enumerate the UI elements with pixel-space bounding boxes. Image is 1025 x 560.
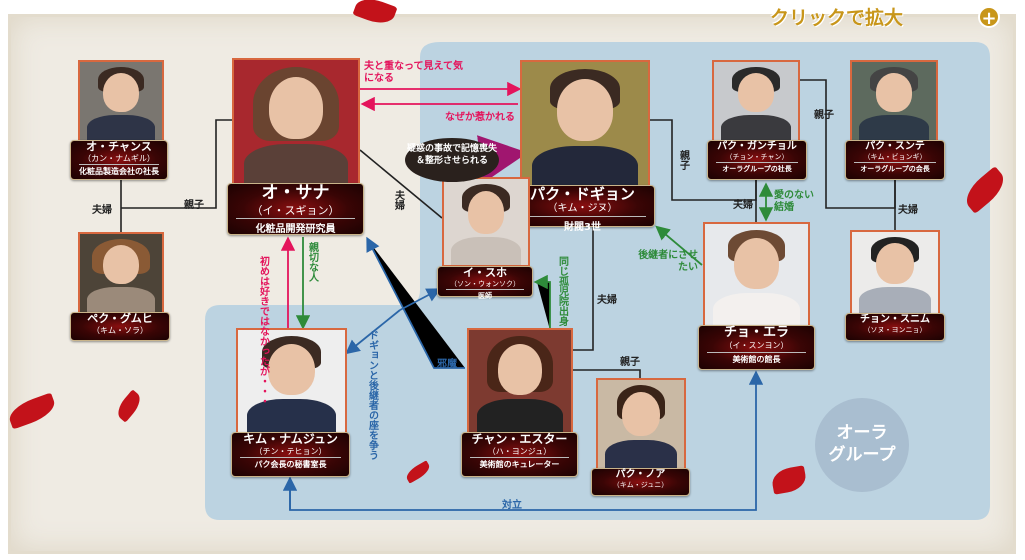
label-successor: 後継者にさせたい (638, 250, 698, 273)
label-same-orphanage: 同じ孤児院出身 (556, 256, 568, 326)
role: 医師 (446, 289, 524, 301)
photo-noa (596, 378, 686, 470)
actor: （キム・ジヌ） (547, 203, 618, 215)
card-era[interactable]: チョ・エラ（イ・スンヨン）美術館の館長 (698, 325, 815, 370)
photo-gancheol (712, 60, 800, 142)
magnifier-plus-icon[interactable]: + (978, 6, 1000, 29)
photo-sana (232, 58, 360, 185)
card-gancheol[interactable]: パク・ガンチョル（チョン・チャン）オーラグループの社長 (707, 140, 807, 180)
label-dogyon-to-sana: なぜか惹かれる (445, 112, 515, 123)
label-sana-to-dogyon: 夫と重なって見えて気になる (364, 61, 463, 84)
name: チョ・エラ (723, 325, 789, 340)
label-oyako-esther-noa: 親子 (620, 357, 640, 368)
card-dogyon[interactable]: パク・ドギョン（キム・ジヌ）財閥3世 (510, 185, 655, 233)
actor: （カン・ナムギル） (83, 153, 155, 163)
aura-group-badge: オーラグループ (815, 398, 909, 492)
click-to-enlarge-button[interactable]: クリックで拡大 (770, 3, 903, 30)
actor: （イ・スンヨン） (724, 340, 789, 350)
photo-namjun (236, 328, 347, 434)
group-name-line1: オーラ (836, 423, 888, 443)
photo-gumhi (78, 232, 164, 314)
label-obstruct: 邪魔 (437, 359, 457, 370)
label-fuufu-sana-suho: 夫婦 (392, 190, 404, 210)
card-namjun[interactable]: キム・ナムジュン（チン・テヒョン）パク会長の秘書室長 (231, 432, 350, 477)
actor: （チョン・チャン） (725, 152, 789, 161)
photo-dogyon (520, 60, 650, 187)
label-oyako-dogyon-gancheol: 親子 (677, 150, 689, 170)
role: 化粧品開発研究員 (236, 217, 355, 235)
photo-era (703, 222, 810, 327)
name: チョン・スニム (860, 314, 930, 325)
role: 美術館のキュレーター (470, 457, 569, 470)
actor: （ハ・ヨンジュ） (487, 446, 552, 456)
name: ペク・グムヒ (87, 312, 153, 325)
photo-suho (442, 177, 530, 267)
role: オーラグループの会長 (854, 161, 936, 174)
role: オーラグループの社長 (716, 161, 798, 174)
role: 財閥3世 (519, 216, 646, 233)
actor: （ソン・ウォンソク） (450, 279, 520, 288)
photo-chansu (78, 60, 164, 142)
name: パク・ドギョン (530, 185, 635, 203)
name: オ・サナ (261, 183, 330, 203)
card-chansu[interactable]: オ・チャンス（カン・ナムギル）化粧品製造会社の社長 (70, 140, 168, 180)
bubble-memory-loss: 疑惑の事故で記憶喪失＆整形させられる (405, 138, 499, 182)
name: イ・スホ (463, 266, 507, 279)
label-compete-successor: ドギョンと後継者の座を争う (366, 330, 378, 460)
name: オ・チャンス (86, 140, 152, 153)
name: パク・ノア (615, 469, 666, 480)
actor: （キム・ソラ） (92, 325, 148, 335)
name: チャン・エスター (471, 432, 568, 446)
actor: （チン・テヒョン） (254, 446, 327, 456)
zoom-label: クリックで拡大 (770, 7, 904, 29)
card-esther[interactable]: チャン・エスター（ハ・ヨンジュ）美術館のキュレーター (461, 432, 578, 477)
actor: （キム・ジュニ） (612, 480, 669, 489)
group-name-line2: グループ (828, 445, 896, 465)
label-oyako-gancheol-sunte: 親子 (814, 110, 834, 121)
label-fuufu-dogyon-esther: 夫婦 (597, 295, 617, 306)
card-sunim[interactable]: チョン・スニム（ソヌ・ヨンニョ） (845, 313, 945, 341)
label-kind-person: 親切な人 (306, 242, 318, 282)
label-oyako-chansu-sana: 親子 (184, 200, 204, 211)
role: パク会長の秘書室長 (240, 457, 341, 470)
role: 化粧品製造会社の社長 (79, 164, 159, 177)
name: パク・ガンチョル (717, 141, 797, 152)
card-sunte[interactable]: パク・スンテ（キム・ビョンギ）オーラグループの会長 (845, 140, 945, 180)
photo-sunte (850, 60, 938, 142)
role: 美術館の館長 (707, 351, 806, 365)
card-gumhi[interactable]: ペク・グムヒ（キム・ソラ） (70, 312, 170, 341)
label-fuufu-gancheol-era: 夫婦 (733, 200, 753, 211)
card-suho[interactable]: イ・スホ（ソン・ウォンソク）医師 (437, 266, 533, 300)
name: パク・スンテ (865, 141, 925, 152)
name: キム・ナムジュン (243, 432, 338, 446)
actor: （キム・ビョンギ） (863, 152, 927, 161)
photo-sunim (850, 230, 940, 315)
label-fuufu-chansu-gumhi: 夫婦 (92, 205, 112, 216)
actor: （イ・スギョン） (251, 203, 340, 217)
label-loveless-marriage: 愛のない結婚 (774, 190, 814, 213)
card-sana[interactable]: オ・サナ（イ・スギョン）化粧品開発研究員 (227, 183, 364, 235)
label-first-dislike: 初めは好きではなかったが・・・ (257, 256, 269, 406)
label-fuufu-sunte-sunim: 夫婦 (898, 205, 918, 216)
label-conflict: 対立 (502, 500, 522, 511)
card-noa[interactable]: パク・ノア（キム・ジュニ） (591, 468, 690, 496)
photo-esther (467, 328, 573, 434)
actor: （ソヌ・ヨンニョ） (863, 325, 927, 334)
